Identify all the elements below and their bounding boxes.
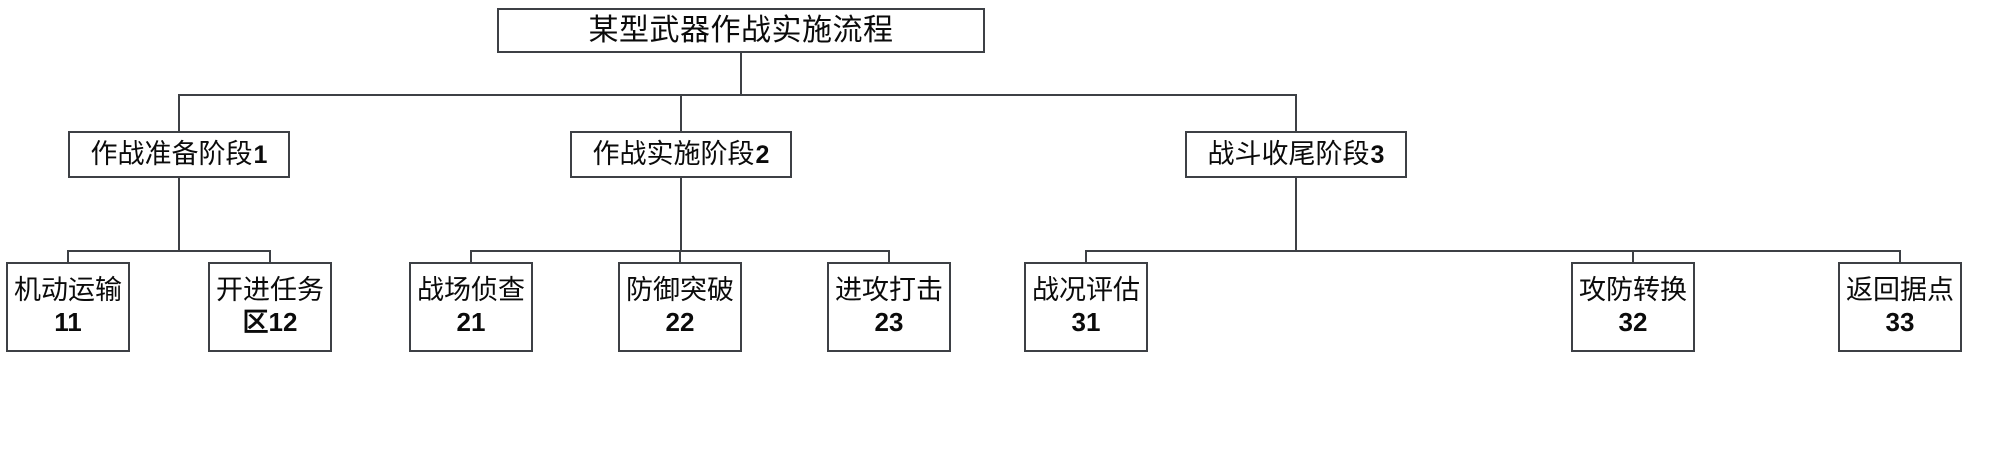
phase-node-label: 战斗收尾阶段 — [1207, 139, 1370, 170]
task-node-code: 23 — [874, 306, 904, 337]
phase-node-label: 作战准备阶段 — [90, 139, 253, 170]
phase-node-label: 作战实施阶段 — [592, 139, 755, 170]
task-node-label: 返回据点 — [1846, 275, 1954, 306]
phase-node-line: 作战准备阶段1 — [91, 139, 268, 169]
task-node-code: 33 — [1885, 306, 1915, 337]
task-node-code: 32 — [1618, 306, 1648, 337]
phase-node-line: 战斗收尾阶段3 — [1208, 139, 1385, 169]
task-node-code: 31 — [1071, 306, 1101, 337]
phase-node-phase-3[interactable]: 战斗收尾阶段3 — [1185, 131, 1407, 178]
phase-node-phase-2[interactable]: 作战实施阶段2 — [570, 131, 792, 178]
task-node-label: 防御突破 — [626, 275, 734, 306]
root-node-label: 某型武器作战实施流程 — [588, 13, 894, 47]
task-node-code: 22 — [665, 306, 695, 337]
task-node-code: 区12 — [242, 306, 298, 337]
task-node-label: 机动运输 — [14, 275, 122, 306]
task-node-label: 开进任务 — [216, 275, 324, 306]
phase-node-code: 2 — [755, 141, 770, 170]
task-node-label: 攻防转换 — [1579, 275, 1687, 306]
root-node-root[interactable]: 某型武器作战实施流程 — [497, 8, 985, 53]
task-node-label: 战况评估 — [1032, 275, 1140, 306]
task-node-code: 11 — [54, 306, 82, 337]
phase-node-code: 3 — [1370, 141, 1385, 170]
phase-node-line: 作战实施阶段2 — [593, 139, 770, 169]
task-node-task-12[interactable]: 开进任务区12 — [208, 262, 332, 352]
phase-node-phase-1[interactable]: 作战准备阶段1 — [68, 131, 290, 178]
task-node-label: 进攻打击 — [835, 275, 943, 306]
task-node-code: 21 — [456, 306, 486, 337]
phase-node-code: 1 — [253, 141, 268, 170]
task-node-label: 战场侦查 — [417, 275, 525, 306]
